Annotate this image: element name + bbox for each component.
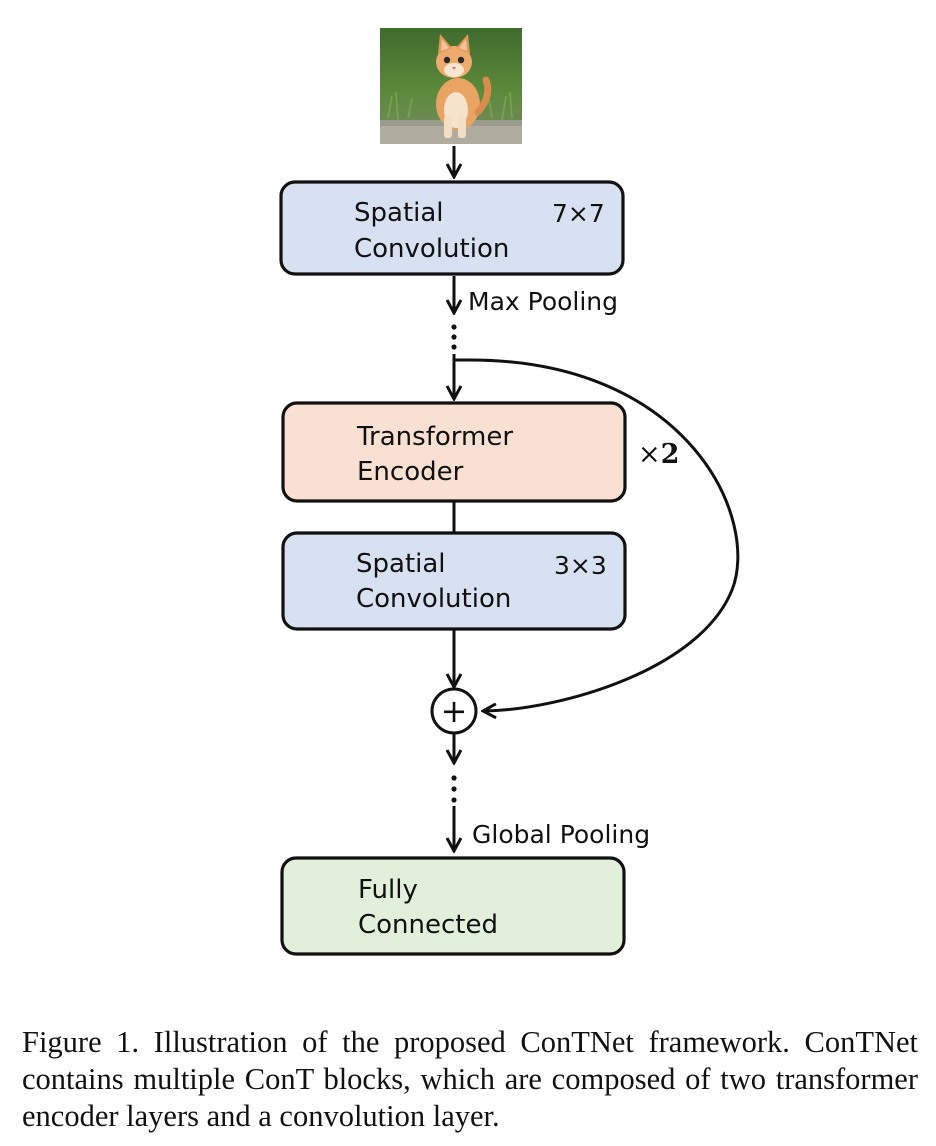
transformer-encoder-block: Transformer Encoder	[281, 401, 627, 503]
figure-caption: Figure 1. Illustration of the proposed C…	[22, 1025, 918, 1133]
block-label-line1: Spatial	[356, 549, 446, 579]
block-label-line1: Spatial	[354, 198, 444, 228]
block-label-line2: Convolution	[354, 234, 509, 264]
add-node: +	[430, 687, 478, 735]
block-label-line1: Transformer	[356, 422, 513, 452]
input-image	[380, 28, 522, 144]
kernel-size-label: 7×7	[552, 199, 605, 228]
block-label-line1: Fully	[358, 875, 418, 905]
max-pooling-label: Max Pooling	[468, 287, 618, 316]
ellipsis-dots-upper	[451, 324, 457, 350]
plus-icon: +	[441, 692, 468, 730]
spatial-conv-7x7-block: Spatial Convolution 7×7	[279, 180, 625, 276]
ellipsis-dots-lower	[451, 775, 457, 803]
skip-connection-arrow	[454, 358, 740, 711]
kernel-size-label: 3×3	[554, 551, 607, 580]
global-pooling-label: Global Pooling	[472, 820, 650, 849]
spatial-conv-3x3-block: Spatial Convolution 3×3	[281, 531, 627, 631]
block-label-line2: Connected	[358, 910, 498, 940]
fully-connected-block: Fully Connected	[280, 856, 626, 956]
block-label-line2: Convolution	[356, 584, 511, 614]
block-label-line2: Encoder	[357, 457, 464, 487]
repeat-count-label: ×2	[638, 439, 679, 470]
kitten-icon	[436, 34, 492, 138]
